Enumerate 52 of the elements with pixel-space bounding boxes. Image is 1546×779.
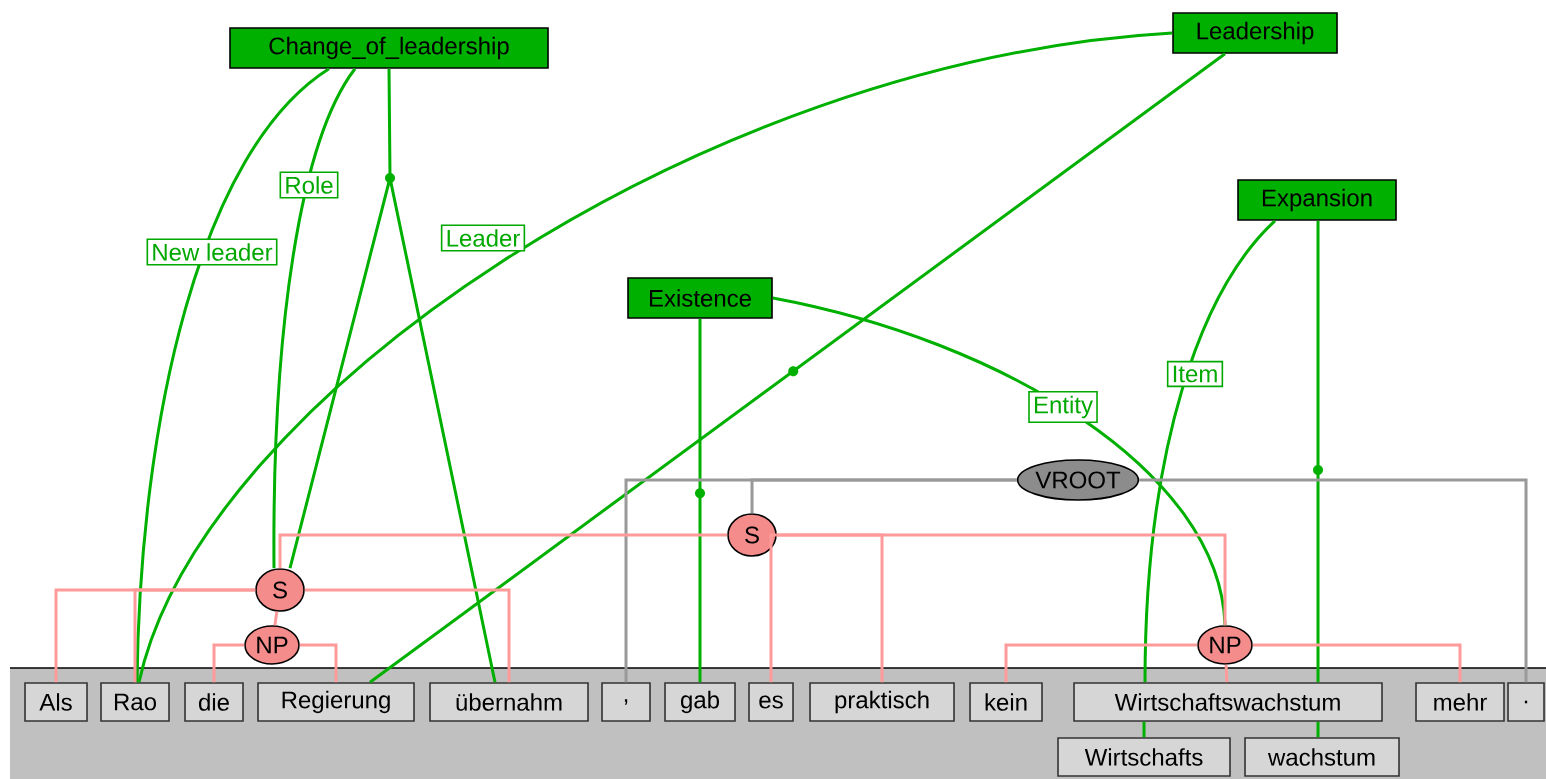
frame-edge	[772, 296, 1227, 626]
word-box: Rao	[100, 682, 170, 722]
tree-edge	[776, 533, 1227, 626]
tree-edge	[133, 588, 256, 683]
word-box: gab	[664, 682, 736, 722]
frame-edge	[695, 318, 705, 683]
edge-label: Entity	[1028, 391, 1098, 423]
word-box: kein	[969, 682, 1043, 722]
edge-label: Leader	[440, 224, 526, 252]
word-box: .	[1507, 682, 1545, 722]
frame-edge	[1316, 721, 1320, 738]
word-box: Regierung	[257, 682, 415, 722]
category-node: S	[255, 568, 305, 612]
tree-edge	[278, 533, 728, 569]
tree-edge	[299, 643, 338, 683]
tree-edge	[769, 533, 777, 683]
word-box: Als	[24, 682, 88, 722]
frame-box: Existence	[627, 277, 773, 319]
frame-edge	[1143, 219, 1277, 683]
word-box: ,	[601, 682, 651, 722]
category-node: S	[727, 513, 777, 557]
frame-box: Change_of_leadership	[229, 27, 549, 69]
word-box: die	[184, 682, 244, 722]
frame-edge	[1142, 721, 1146, 738]
word-box: Wirtschaftswachstum	[1073, 682, 1383, 722]
tree-edge	[1004, 643, 1198, 683]
word-box: Wirtschafts	[1057, 737, 1231, 777]
category-node: NP	[1197, 625, 1253, 665]
word-box: es	[748, 682, 794, 722]
tree-edge	[624, 478, 1017, 683]
edge-label: New leader	[146, 238, 278, 266]
frame-edge	[369, 52, 1226, 684]
word-box: wachstum	[1244, 737, 1400, 777]
frame-edge	[288, 67, 497, 684]
frame-box: Leadership	[1172, 12, 1338, 54]
frame-edge	[137, 31, 1173, 683]
frame-edge	[272, 67, 357, 569]
frame-edge	[135, 67, 330, 683]
tree-edge	[212, 643, 245, 683]
tree-edge	[1139, 478, 1528, 683]
word-box: übernahm	[429, 682, 589, 722]
tree-edge	[1252, 643, 1462, 683]
word-box: mehr	[1415, 682, 1505, 722]
word-box: praktisch	[809, 682, 955, 722]
category-node: NP	[244, 625, 300, 665]
edge-label: Role	[279, 171, 339, 199]
frame-edge	[1313, 220, 1323, 683]
frame-box: Expansion	[1237, 179, 1397, 221]
tree-edge	[1224, 664, 1229, 683]
tree-edge	[304, 588, 511, 683]
edge-label: Item	[1166, 360, 1224, 388]
tree-edge	[273, 611, 279, 626]
